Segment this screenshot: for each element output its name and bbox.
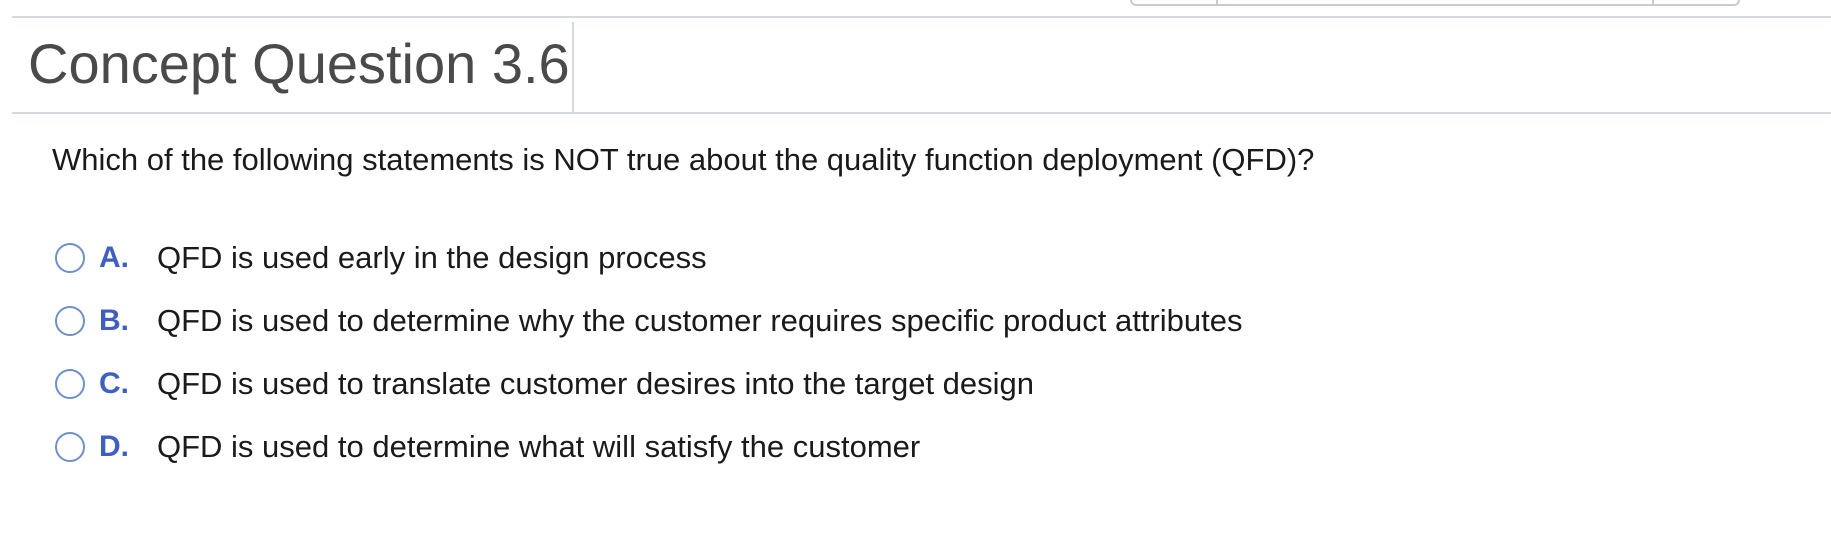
question-text: Which of the following statements is NOT…	[52, 142, 1315, 177]
choice-d[interactable]: D. QFD is used to determine what will sa…	[55, 415, 1242, 478]
choice-a[interactable]: A. QFD is used early in the design proce…	[55, 226, 1242, 289]
page-title: Concept Question 3.6	[28, 32, 570, 95]
choice-b[interactable]: B. QFD is used to determine why the cust…	[55, 289, 1242, 352]
choice-text[interactable]: QFD is used to translate customer desire…	[157, 365, 1035, 401]
radio-button-d[interactable]	[55, 431, 85, 462]
toolbar-divider	[1652, 0, 1654, 4]
choice-text[interactable]: QFD is used early in the design process	[157, 239, 707, 275]
choice-text[interactable]: QFD is used to determine why the custome…	[157, 302, 1243, 338]
title-bar: Concept Question 3.6	[12, 18, 1831, 114]
title-divider	[572, 22, 574, 112]
choice-letter: B.	[99, 303, 129, 337]
choice-c[interactable]: C. QFD is used to translate customer des…	[55, 352, 1242, 415]
answer-choices: A. QFD is used early in the design proce…	[55, 226, 1242, 478]
radio-button-b[interactable]	[55, 305, 85, 336]
choice-text[interactable]: QFD is used to determine what will satis…	[157, 428, 921, 464]
choice-letter: D.	[99, 429, 129, 463]
toolbar-divider	[1216, 0, 1218, 4]
radio-button-a[interactable]	[55, 242, 85, 273]
choice-letter: A.	[99, 240, 129, 274]
choice-letter: C.	[99, 366, 129, 400]
radio-button-c[interactable]	[55, 368, 85, 399]
top-rule	[12, 16, 1831, 18]
top-toolbar-tabs[interactable]	[1130, 0, 1740, 6]
